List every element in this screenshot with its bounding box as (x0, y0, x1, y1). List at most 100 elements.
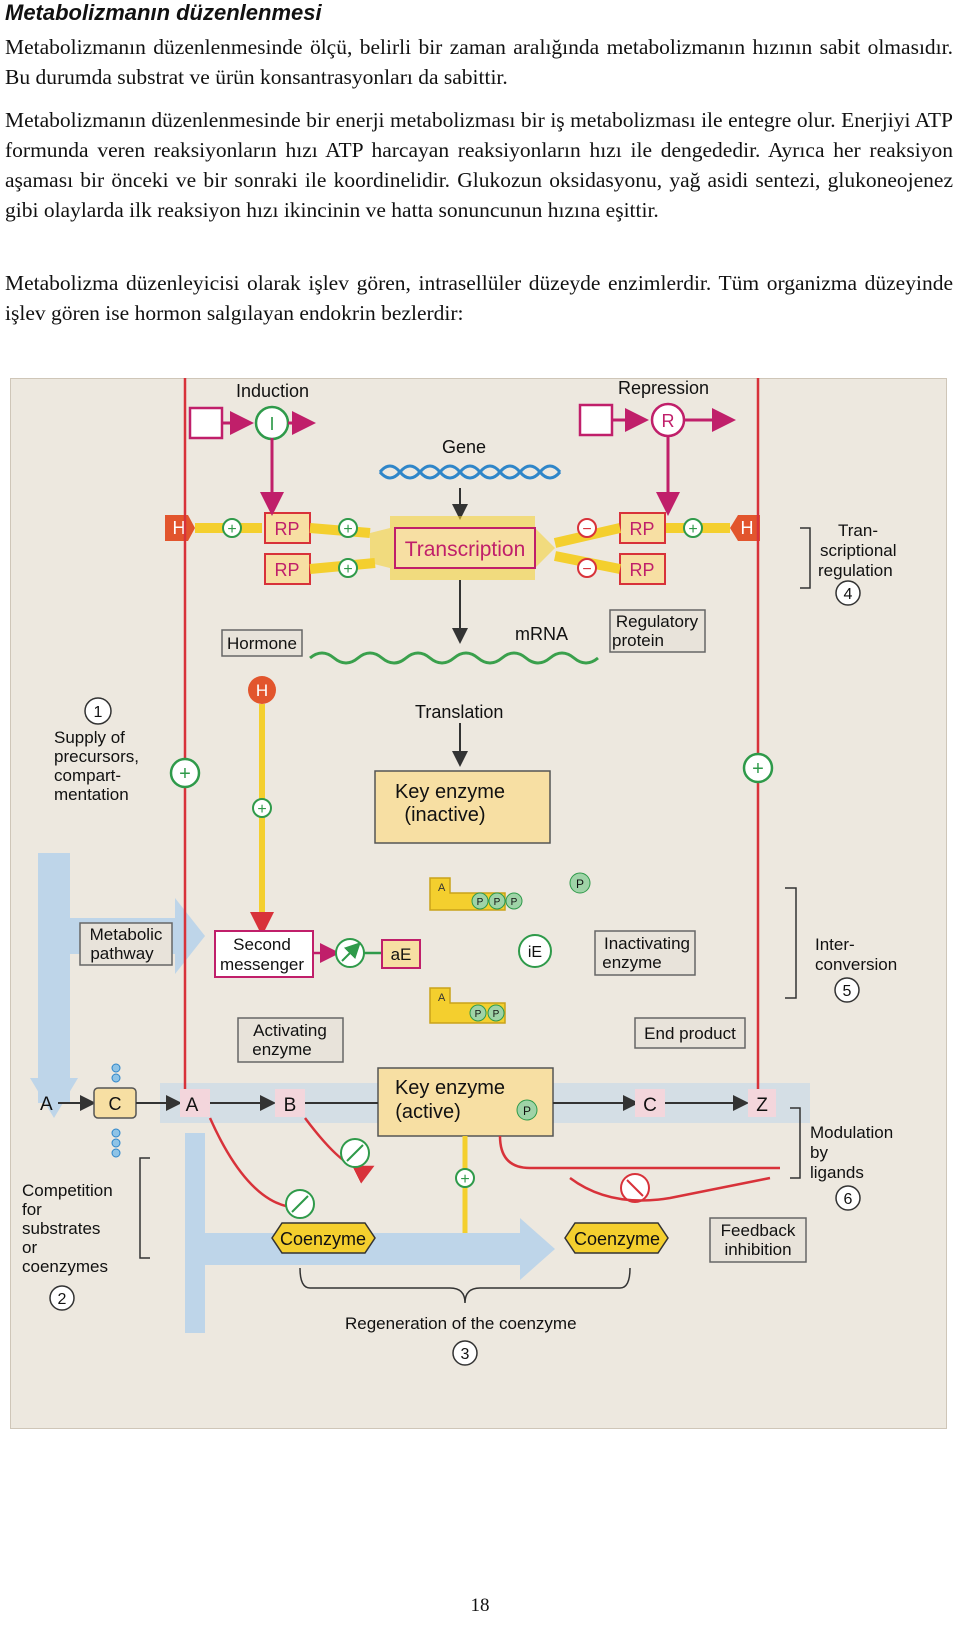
svg-text:Activating: Activating (253, 1021, 327, 1040)
number-badge-5 (834, 977, 860, 1003)
coenzyme-right (564, 1222, 669, 1254)
svg-text:+: + (752, 758, 764, 780)
svg-text:precursors,: precursors, (54, 747, 139, 766)
svg-text:Feedback: Feedback (721, 1221, 796, 1240)
svg-text:H: H (173, 518, 186, 538)
svg-text:Second: Second (233, 935, 291, 954)
svg-text:coenzymes: coenzymes (22, 1257, 108, 1276)
svg-text:2: 2 (58, 1291, 67, 1308)
mrna-strand (309, 651, 599, 665)
svg-text:Coenzyme: Coenzyme (574, 1229, 660, 1249)
coenzyme-left (271, 1222, 376, 1254)
ae-box (381, 939, 421, 969)
svg-text:−: − (582, 561, 591, 578)
gene-label: Gene (442, 437, 486, 457)
svg-text:messenger: messenger (220, 955, 304, 974)
svg-text:RP: RP (629, 560, 654, 580)
hormone-h-left (165, 515, 195, 541)
rp-box-lower-right (619, 553, 666, 585)
svg-text:+: + (257, 801, 266, 818)
svg-text:aE: aE (391, 945, 412, 964)
svg-text:End product: End product (644, 1024, 736, 1043)
svg-text:scriptional: scriptional (820, 541, 897, 560)
svg-text:C: C (643, 1095, 657, 1116)
svg-text:RP: RP (274, 519, 299, 539)
metabolite-b (275, 1089, 305, 1117)
svg-text:−: − (582, 521, 591, 538)
hormone-h-circle (248, 676, 276, 704)
gene-helix (378, 464, 562, 480)
svg-text:Key enzyme: Key enzyme (395, 1077, 505, 1099)
repressor-letter: R (662, 411, 675, 431)
svg-text:RP: RP (629, 519, 654, 539)
svg-text:B: B (284, 1095, 297, 1116)
svg-text:6: 6 (844, 1191, 853, 1208)
svg-text:compart-: compart- (54, 766, 121, 785)
membrane (111, 1063, 121, 1158)
svg-text:by: by (810, 1143, 828, 1162)
rp-box-upper-left (264, 512, 311, 544)
svg-text:Key enzyme: Key enzyme (395, 781, 505, 803)
svg-text:A: A (438, 882, 446, 894)
svg-text:+: + (688, 521, 697, 538)
svg-text:A: A (438, 992, 446, 1004)
svg-text:Metabolic: Metabolic (90, 925, 163, 944)
regulatory-protein-box (609, 609, 706, 653)
svg-text:A: A (186, 1095, 199, 1116)
plus-sign (222, 518, 242, 538)
svg-text:P: P (494, 897, 501, 908)
page-number: 18 (470, 1595, 490, 1616)
metabolite-z (748, 1089, 776, 1117)
svg-text:Tran-: Tran- (838, 521, 878, 540)
svg-text:A: A (40, 1094, 53, 1115)
induction-label: Induction (236, 381, 309, 401)
number-badge-1 (84, 697, 112, 725)
svg-text:P: P (523, 1104, 531, 1118)
number-badge-4 (835, 580, 861, 606)
metabolic-regulation-figure: I Induction R Repression Gene Transcript… (10, 378, 947, 1429)
paragraph-3: Metabolizma düzenleyicisi olarak işlev g… (5, 271, 953, 325)
svg-text:P: P (576, 877, 584, 891)
svg-text:H: H (256, 681, 268, 700)
svg-text:mentation: mentation (54, 785, 129, 804)
metabolite-c (635, 1089, 665, 1117)
activating-enzyme-box (237, 1017, 344, 1063)
svg-text:substrates: substrates (22, 1219, 100, 1238)
paragraph-2: Metabolizmanın düzenlenmesinde bir enerj… (5, 108, 953, 222)
svg-text:4: 4 (844, 586, 853, 603)
mrna-label: mRNA (515, 624, 568, 644)
svg-text:Inter-: Inter- (815, 935, 855, 954)
svg-text:enzyme: enzyme (252, 1040, 312, 1059)
svg-text:P: P (477, 897, 484, 908)
svg-text:for: for (22, 1200, 42, 1219)
hormone-label: Hormone (227, 634, 297, 653)
inactivating-enzyme-box (594, 930, 696, 976)
svg-text:+: + (227, 521, 236, 538)
svg-text:P: P (493, 1009, 500, 1020)
svg-text:(inactive): (inactive) (404, 804, 485, 826)
number-badge-2 (49, 1285, 75, 1311)
regeneration-label: Regeneration of the coenzyme (345, 1314, 577, 1333)
paragraph-1: Metabolizmanın düzenlenmesinde ölçü, bel… (5, 35, 953, 89)
feedback-inhibition-box (709, 1217, 807, 1263)
ie-circle (518, 934, 552, 968)
svg-text:Regulatory: Regulatory (616, 612, 699, 631)
svg-text:Modulation: Modulation (810, 1123, 893, 1142)
end-product-box (634, 1017, 746, 1049)
svg-text:C: C (109, 1094, 122, 1114)
svg-text:conversion: conversion (815, 955, 897, 974)
svg-text:protein: protein (612, 631, 664, 650)
svg-text:ligands: ligands (810, 1163, 864, 1182)
svg-text:1: 1 (94, 704, 103, 721)
svg-text:regulation: regulation (818, 561, 893, 580)
svg-text:+: + (343, 521, 352, 538)
svg-text:(active): (active) (395, 1101, 461, 1123)
svg-text:or: or (22, 1238, 37, 1257)
number-badge-3 (452, 1340, 478, 1366)
svg-text:P: P (511, 897, 518, 908)
repression-label: Repression (618, 378, 709, 398)
svg-text:Coenzyme: Coenzyme (280, 1229, 366, 1249)
rp-box-lower-left (264, 553, 311, 585)
svg-text:Supply of: Supply of (54, 728, 125, 747)
